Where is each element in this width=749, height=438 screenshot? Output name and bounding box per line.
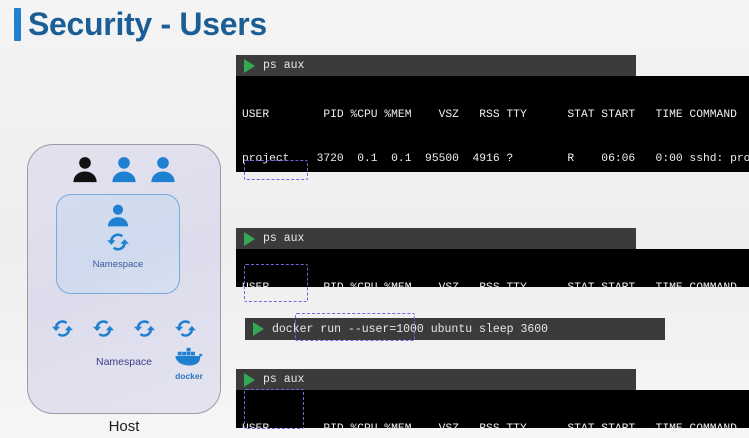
sync-icon xyxy=(175,320,196,337)
table-header: USER PID %CPU %MEM VSZ RSS TTY STAT STAR… xyxy=(242,281,749,287)
terminal-command: docker run --user=1000 ubuntu sleep 3600 xyxy=(272,322,549,336)
table-header: USER PID %CPU %MEM VSZ RSS TTY STAT STAR… xyxy=(242,422,749,428)
terminal-command: ps aux xyxy=(263,373,305,386)
table-row: project 3720 0.1 0.1 95500 4916 ? R 06:0… xyxy=(242,152,749,165)
person-blue-icon xyxy=(151,157,175,183)
terminal-command: ps aux xyxy=(263,232,305,245)
terminal-ps-aux-container-root[interactable]: ps aux USER PID %CPU %MEM VSZ RSS TTY ST… xyxy=(236,228,749,287)
terminal-ps-aux-container-1000[interactable]: ps aux USER PID %CPU %MEM VSZ RSS TTY ST… xyxy=(236,369,749,428)
play-icon xyxy=(244,231,255,246)
namespace-sync-row xyxy=(27,316,221,341)
person-blue-icon xyxy=(112,157,136,183)
host-label: Host xyxy=(108,418,140,435)
docker-label: docker xyxy=(175,371,203,381)
docker-logo: docker xyxy=(169,344,209,381)
play-icon xyxy=(244,372,255,387)
namespace-outer-label: Namespace xyxy=(95,356,153,368)
sync-icon xyxy=(134,320,155,337)
terminal-command: ps aux xyxy=(263,59,305,72)
table-header: USER PID %CPU %MEM VSZ RSS TTY STAT STAR… xyxy=(242,109,737,122)
namespace-inner-box: Namespace xyxy=(56,194,180,294)
play-icon xyxy=(244,58,255,73)
sync-icon xyxy=(107,233,129,251)
title-text: Security - Users xyxy=(28,6,267,42)
terminal-prompt-bar[interactable]: ps aux xyxy=(236,369,636,390)
terminal-output: USER PID %CPU %MEM VSZ RSS TTY STAT STAR… xyxy=(236,390,749,428)
docker-whale-icon xyxy=(173,347,203,366)
page-title: Security - Users xyxy=(14,6,267,43)
person-blue-icon xyxy=(107,204,129,227)
person-black-icon xyxy=(73,157,97,183)
play-icon xyxy=(253,322,264,336)
sync-icon xyxy=(52,320,73,337)
host-users-row xyxy=(27,154,221,184)
terminal-prompt-bar[interactable]: ps aux xyxy=(236,55,636,76)
sync-icon xyxy=(93,320,114,337)
terminal-output: USER PID %CPU %MEM VSZ RSS TTY STAT STAR… xyxy=(236,249,749,287)
terminal-prompt-bar[interactable]: ps aux xyxy=(236,228,636,249)
terminal-docker-run[interactable]: docker run --user=1000 ubuntu sleep 3600 xyxy=(245,318,665,340)
terminal-ps-aux-host[interactable]: ps aux USER PID %CPU %MEM VSZ RSS TTY ST… xyxy=(236,55,749,172)
namespace-inner-label: Namespace xyxy=(92,259,144,270)
terminal-output: USER PID %CPU %MEM VSZ RSS TTY STAT STAR… xyxy=(236,76,749,172)
host-namespace-diagram: Namespace Namespace xyxy=(27,144,221,414)
title-accent-bar xyxy=(14,8,21,41)
terminal-prompt-bar[interactable]: docker run --user=1000 ubuntu sleep 3600 xyxy=(245,318,665,340)
